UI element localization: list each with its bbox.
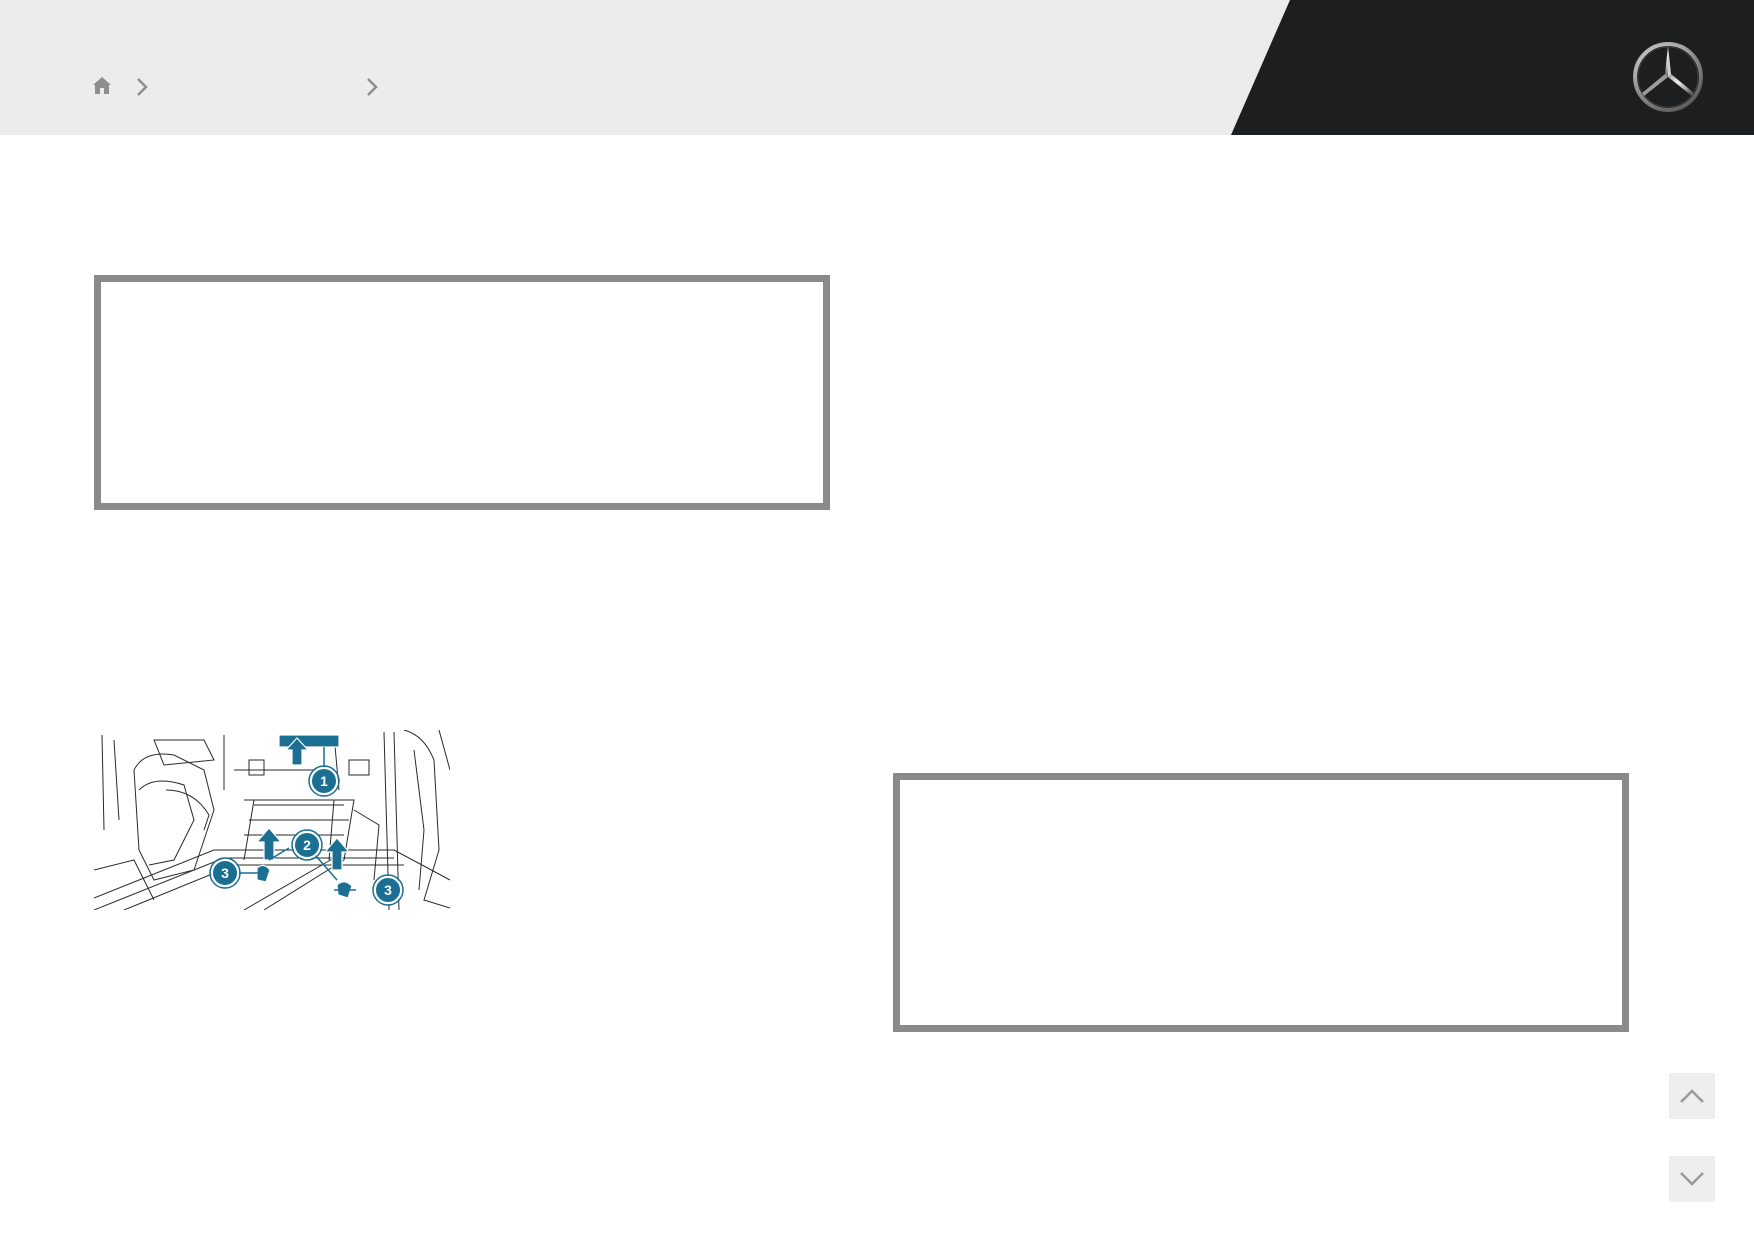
note-box	[893, 773, 1629, 1032]
warning-box	[94, 275, 830, 510]
chevron-right-icon	[367, 78, 378, 96]
callout-3-left: 3	[209, 857, 241, 889]
svg-text:2: 2	[303, 837, 311, 853]
chevron-up-icon	[1680, 1089, 1704, 1103]
mercedes-star-logo[interactable]	[1632, 41, 1704, 113]
callout-3-right: 3	[372, 874, 404, 906]
callout-1: 1	[308, 765, 340, 797]
svg-text:1: 1	[320, 773, 328, 789]
chevron-down-icon	[1680, 1172, 1704, 1186]
callout-2: 2	[291, 829, 323, 861]
seat-removal-illustration: 1 2 3 3	[94, 730, 450, 910]
svg-text:3: 3	[221, 865, 229, 881]
home-icon[interactable]	[90, 74, 114, 98]
scroll-down-button[interactable]	[1669, 1156, 1715, 1202]
page-header	[0, 0, 1754, 135]
svg-text:3: 3	[384, 882, 392, 898]
chevron-right-icon	[137, 78, 148, 96]
scroll-up-button[interactable]	[1669, 1073, 1715, 1119]
